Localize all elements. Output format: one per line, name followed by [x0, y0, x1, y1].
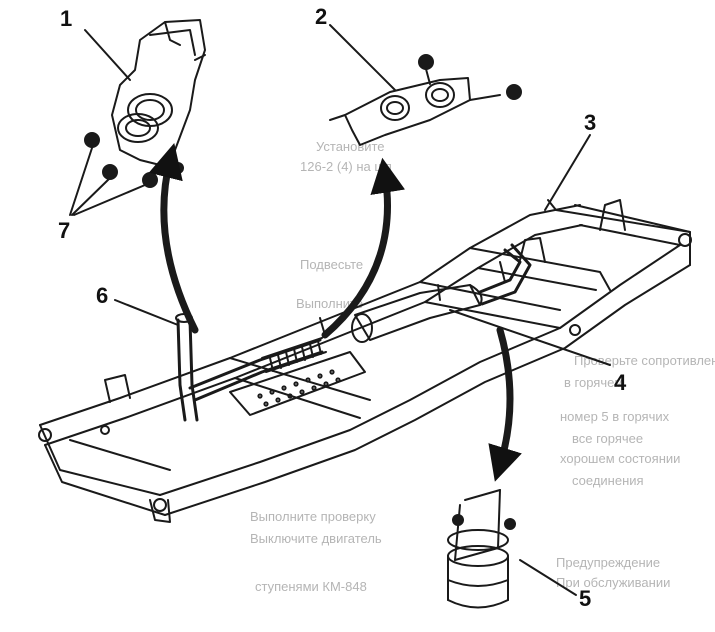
background-text: хорошем состоянии	[560, 451, 681, 466]
background-text: ступенями КМ-848	[255, 579, 367, 594]
callout-2: 2	[315, 4, 328, 29]
arrow-to-detail-2	[321, 157, 406, 339]
arrow-to-detail-1	[148, 143, 199, 334]
background-text: Выключите двигатель	[250, 531, 382, 546]
background-text: все горячее	[572, 431, 644, 446]
leader-6	[114, 299, 179, 326]
background-text: соединения	[572, 473, 644, 488]
arrow-to-detail-5	[488, 326, 522, 482]
background-text: Установите	[316, 139, 385, 154]
detail-rear-flange	[447, 489, 516, 609]
heat-shield	[229, 351, 366, 416]
vehicle-frame	[38, 199, 692, 523]
background-text: Выполните	[296, 296, 364, 311]
leader-5	[519, 559, 577, 596]
background-text: Предупреждение	[556, 555, 661, 570]
leader-3	[544, 134, 591, 211]
detail-manifold-flange	[111, 19, 206, 166]
background-text: 126-2 (4) на шп	[300, 159, 392, 174]
flex-pipe	[261, 337, 327, 373]
background-text: в горячем	[564, 375, 624, 390]
exhaust-system	[175, 243, 532, 422]
callout-3: 3	[584, 110, 597, 135]
leader-4	[449, 309, 611, 366]
callout-1: 1	[60, 6, 73, 31]
callout-4: 4	[614, 370, 627, 395]
leader-1	[84, 29, 131, 81]
background-text: номер 5 в горячих	[560, 409, 670, 424]
background-text: Выполните проверку	[250, 509, 376, 524]
background-text: Подвесьте	[300, 257, 364, 272]
leader-2	[329, 24, 396, 91]
callout-5: 5	[579, 586, 592, 611]
detail-intermediate-flange	[329, 54, 522, 146]
callout-6: 6	[96, 283, 109, 308]
callout-7: 7	[58, 218, 71, 243]
background-text: При обслуживании	[556, 575, 671, 590]
